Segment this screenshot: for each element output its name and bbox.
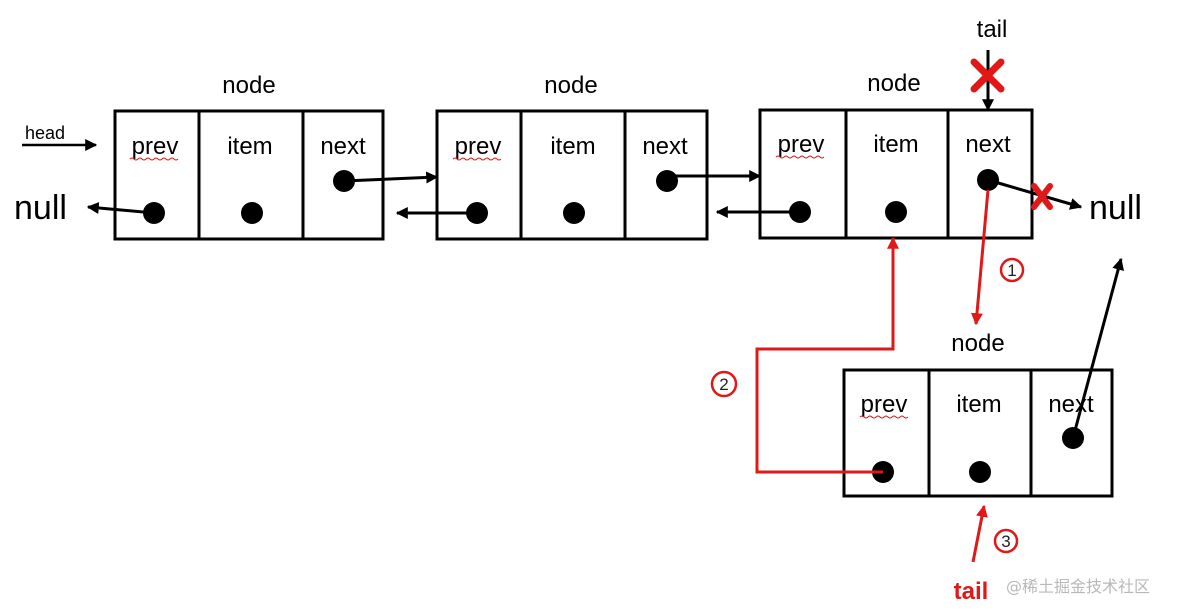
- new-tail-label: tail: [954, 578, 989, 605]
- node-4-item-label: item: [956, 391, 1001, 418]
- step-2-arrow: [755, 236, 899, 474]
- watermark: @稀土掘金技术社区: [1006, 577, 1151, 596]
- node-2-item-label: item: [550, 133, 595, 160]
- node-3-prev-squiggle: [775, 155, 825, 159]
- node-4-item-dot: [969, 461, 991, 483]
- node-1-box: [113, 109, 385, 241]
- node-3-item-label: item: [873, 131, 918, 158]
- node-2-item-dot: [563, 202, 585, 224]
- null-right-label: null: [1089, 189, 1142, 227]
- step-1-number: 1: [1007, 261, 1016, 280]
- node-4-box: [842, 368, 1114, 498]
- node-4-prev-label: prev: [861, 391, 908, 418]
- node-3-title: node: [867, 70, 920, 97]
- old-tail-label: tail: [977, 16, 1008, 43]
- node-1: node prev item next: [113, 72, 385, 241]
- node-4-next-label: next: [1048, 391, 1094, 418]
- red-x-icon: [970, 58, 1005, 93]
- head-label: head: [25, 123, 65, 143]
- arrow-node1-prev-to-null: [86, 202, 155, 215]
- step-1-marker: [999, 257, 1025, 283]
- node-2-prev-squiggle: [452, 157, 502, 161]
- node-3-next-label: next: [965, 131, 1011, 158]
- step-1-arrow: [970, 189, 990, 326]
- node-3-prev-label: prev: [778, 131, 825, 158]
- node-2-title: node: [544, 72, 597, 99]
- arrow-node3-next-to-null: [987, 178, 1083, 210]
- step-3-arrow: [971, 504, 988, 563]
- step-3-number: 3: [1001, 532, 1010, 551]
- node-3: node prev item next: [758, 70, 1034, 240]
- node-1-item-label: item: [227, 133, 272, 160]
- node-4-new: node prev item next: [842, 330, 1114, 498]
- node-1-title: node: [222, 72, 275, 99]
- node-1-prev-label: prev: [132, 133, 179, 160]
- node-1-prev-squiggle: [129, 157, 179, 161]
- node-2-next-label: next: [642, 133, 688, 160]
- arrow-node4-next-to-null: [1071, 257, 1124, 439]
- node-2-next-dot: [656, 170, 678, 192]
- step-3-marker: [993, 528, 1019, 554]
- node-3-item-dot: [885, 201, 907, 223]
- arrow-node1-next-to-node2: [343, 171, 439, 184]
- null-left-label: null: [14, 189, 67, 227]
- step-2-number: 2: [719, 375, 728, 394]
- node-2-prev-label: prev: [455, 133, 502, 160]
- red-x-icon: [1031, 183, 1053, 210]
- node-4-prev-squiggle: [859, 415, 909, 419]
- node-1-next-label: next: [320, 133, 366, 160]
- node-4-title: node: [951, 330, 1004, 357]
- node-1-item-dot: [241, 202, 263, 224]
- node-2: node prev item next: [435, 72, 709, 241]
- step-2-marker: [710, 370, 738, 398]
